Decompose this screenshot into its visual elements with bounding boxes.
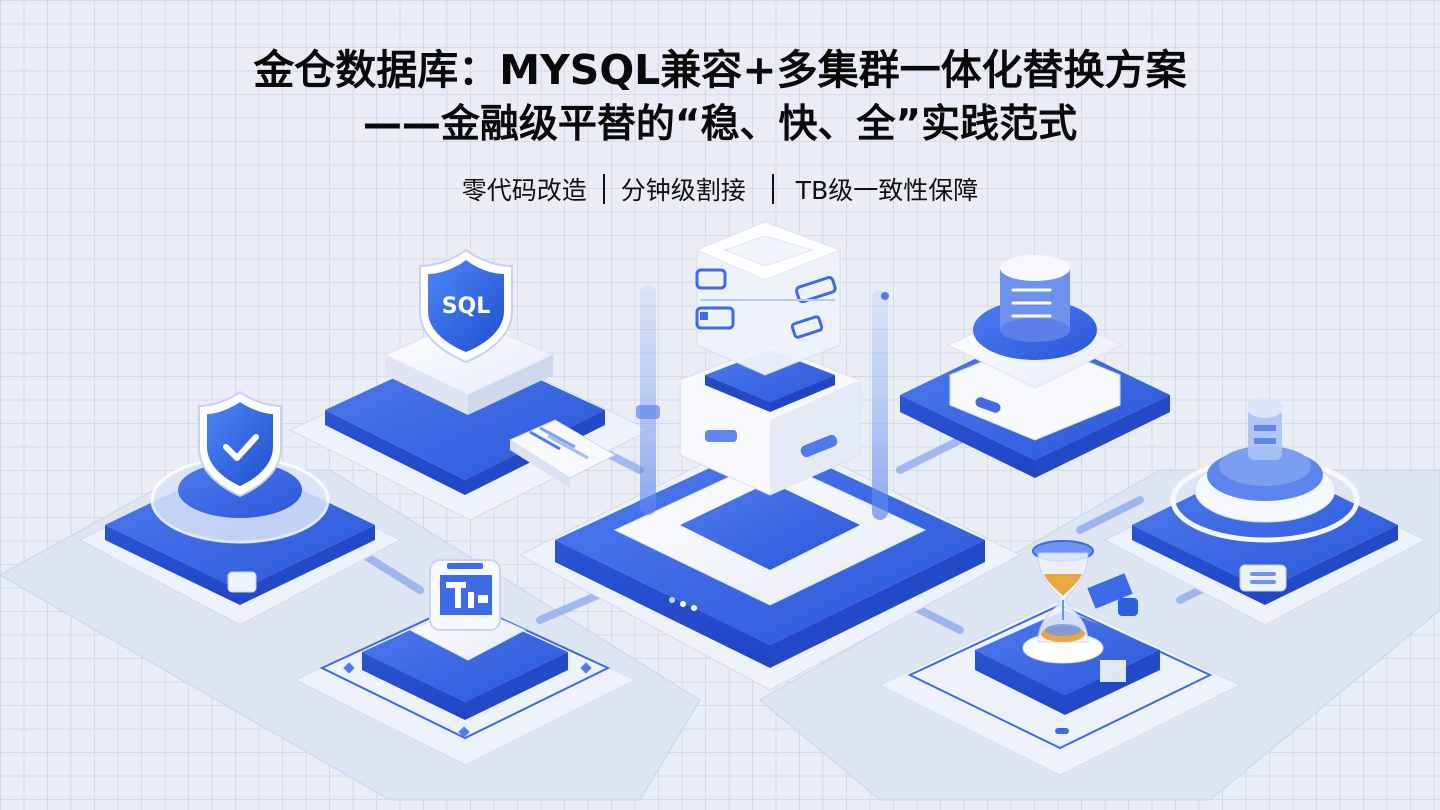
cluster-ring-node bbox=[1103, 398, 1427, 626]
tagline-row: 零代码改造 分钟级割接 TB级一致性保障 bbox=[0, 171, 1440, 207]
migration-chip-node bbox=[293, 559, 637, 766]
tagline-zero-code: 零代码改造 bbox=[461, 176, 587, 205]
database-cylinder-node bbox=[893, 255, 1177, 478]
check-shield-node bbox=[78, 390, 402, 626]
document-card-icon bbox=[508, 419, 617, 488]
divider bbox=[771, 174, 774, 204]
title-line-1: 金仓数据库：MYSQL兼容+多集群一体化替换方案 bbox=[253, 46, 1187, 94]
sql-shield-icon: SQL bbox=[419, 248, 513, 364]
hourglass-node bbox=[878, 540, 1242, 776]
title-line-2: ——金融级平替的“稳、快、全”实践范式 bbox=[362, 102, 1078, 147]
hourglass-icon bbox=[1022, 540, 1104, 664]
tagline-minute-cutover: 分钟级割接 bbox=[620, 176, 746, 205]
migration-chip-icon bbox=[429, 559, 501, 631]
database-cylinder-icon bbox=[1000, 255, 1070, 342]
center-server-node bbox=[518, 221, 1022, 691]
divider bbox=[602, 174, 605, 204]
cluster-ring-icon bbox=[1170, 398, 1360, 543]
checkmark-shield-icon bbox=[198, 390, 282, 498]
tagline-tb-consistency: TB级一致性保障 bbox=[795, 176, 979, 205]
title-block: 金仓数据库：MYSQL兼容+多集群一体化替换方案 ——金融级平替的“稳、快、全”… bbox=[0, 40, 1440, 207]
sql-label: SQL bbox=[442, 294, 491, 319]
